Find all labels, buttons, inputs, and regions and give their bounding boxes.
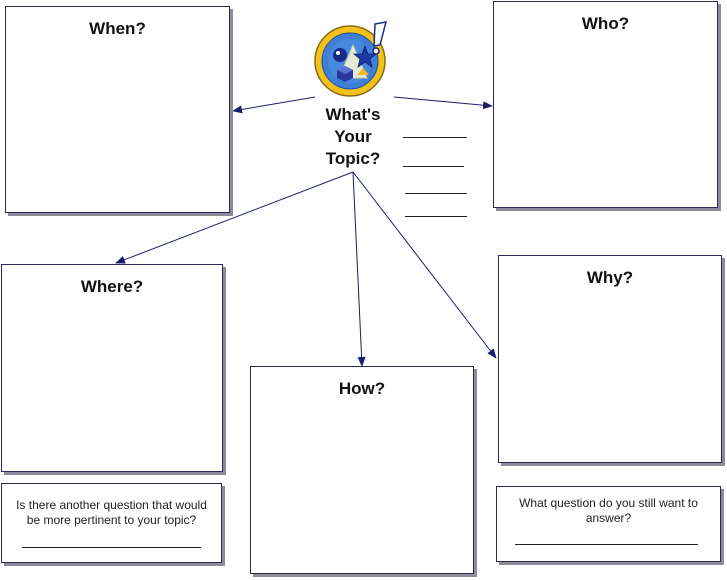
topic-logo (313, 20, 393, 98)
why-title: Why? (586, 268, 634, 287)
why-box[interactable]: Why? (498, 255, 722, 463)
topic-blank-line-1[interactable] (403, 137, 467, 138)
who-title: Who? (581, 14, 630, 33)
topic-blank-line-3[interactable] (405, 193, 467, 194)
still-want-text: What question do you still want to answe… (519, 496, 698, 525)
how-box[interactable]: How? (250, 366, 474, 574)
when-box[interactable]: When? (5, 6, 230, 213)
arrow-to-where (115, 171, 354, 264)
shapes-logo-icon (314, 21, 388, 97)
arrow-to-how (352, 171, 366, 367)
topic-title-line2: Your (334, 127, 372, 146)
still-want-box[interactable]: What question do you still want to answe… (496, 486, 721, 562)
arrow-to-when (232, 96, 316, 114)
another-question-answer-line[interactable] (22, 547, 201, 548)
topic-title: What's Your Topic? (306, 104, 400, 170)
another-question-box[interactable]: Is there another question that would be … (1, 483, 222, 563)
where-title: Where? (80, 277, 144, 296)
how-title: How? (338, 379, 386, 398)
where-box[interactable]: Where? (1, 264, 223, 472)
when-title: When? (89, 19, 146, 38)
arrow-to-why (352, 171, 497, 359)
still-want-answer-line[interactable] (515, 544, 698, 545)
topic-blank-line-2[interactable] (403, 166, 464, 167)
topic-blank-line-4[interactable] (405, 216, 467, 217)
another-question-text: Is there another question that would be … (16, 498, 207, 527)
topic-title-line1: What's (325, 105, 381, 124)
arrow-to-who (393, 96, 493, 110)
topic-title-line3: Topic? (325, 149, 381, 168)
who-box[interactable]: Who? (493, 1, 718, 208)
